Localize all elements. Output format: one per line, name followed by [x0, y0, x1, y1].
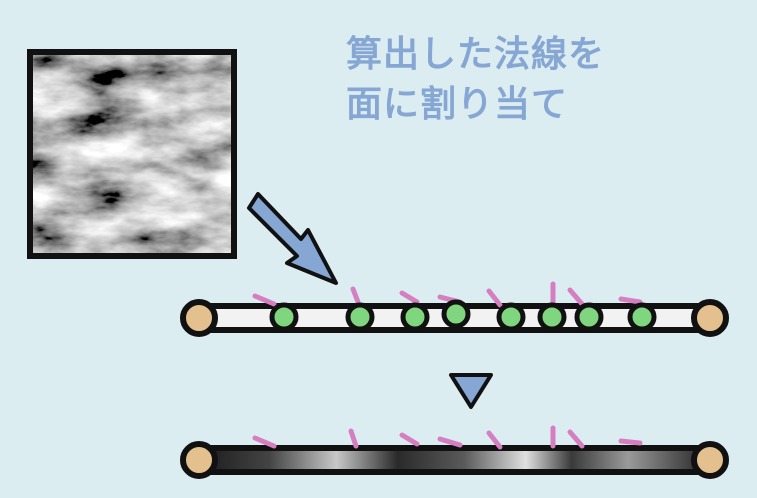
normal-mark [399, 290, 420, 305]
cloud-texture-thumbnail [27, 49, 237, 259]
normal-mark [618, 296, 643, 305]
endpoint-left [180, 441, 218, 479]
endpoint-right [691, 441, 729, 479]
normal-mark [252, 435, 277, 449]
sample-point [441, 299, 471, 329]
down-triangle-icon [449, 373, 493, 409]
caption-line-1: 算出した法線を [346, 34, 606, 75]
top-edge-with-samples [180, 281, 729, 337]
normal-mark [252, 293, 277, 307]
sample-point [627, 302, 657, 332]
normal-mark [437, 436, 463, 448]
normal-mark [567, 429, 585, 449]
caption: 算出した法線を 面に割り当て [346, 30, 605, 130]
bottom-edge-shaded [180, 425, 729, 479]
normal-mark [399, 432, 420, 447]
sample-point [496, 302, 526, 332]
normal-mark [348, 428, 359, 449]
sample-point [400, 302, 430, 332]
sample-point [574, 302, 604, 332]
sample-point [269, 302, 299, 332]
caption-line-2: 面に割り当て [346, 84, 569, 125]
normal-mark [486, 288, 503, 308]
endpoint-right [691, 299, 729, 337]
normal-mark [350, 286, 361, 305]
diagonal-arrow-icon [247, 192, 338, 285]
endpoint-left [180, 299, 218, 337]
bottom-edge-bar [195, 445, 713, 475]
sample-point [537, 302, 567, 332]
normal-mark [618, 438, 643, 446]
normal-mark [486, 430, 503, 450]
sample-point [345, 302, 375, 332]
cloud-texture-noise [30, 52, 234, 256]
normal-mark [567, 287, 585, 307]
